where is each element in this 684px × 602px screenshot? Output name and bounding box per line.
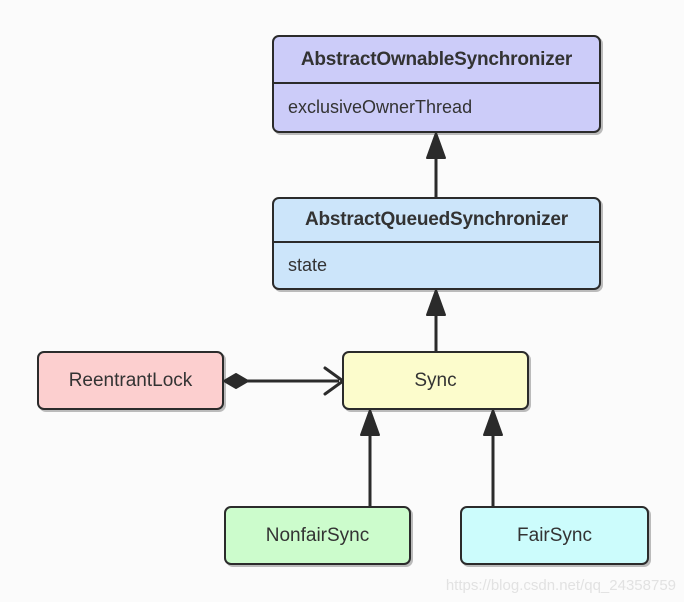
class-name-label: AbstractQueuedSynchronizer — [305, 209, 568, 231]
class-name-label: NonfairSync — [265, 524, 370, 546]
class-node-abstract-ownable-synchronizer[interactable]: AbstractOwnableSynchronizer exclusiveOwn… — [272, 35, 601, 133]
class-node-reentrant-lock[interactable]: ReentrantLock — [37, 351, 224, 410]
class-name-label: ReentrantLock — [68, 369, 193, 391]
edge-nonfairsync-to-sync — [360, 409, 380, 506]
class-name-label: FairSync — [517, 524, 592, 546]
class-attribute-label: exclusiveOwnerThread — [274, 82, 599, 131]
class-node-fair-sync[interactable]: FairSync — [460, 506, 649, 565]
watermark-text: https://blog.csdn.net/qq_24358759 — [445, 577, 676, 594]
edge-reentrantlock-to-sync — [223, 366, 345, 396]
class-name-label: Sync — [414, 369, 457, 391]
class-node-abstract-queued-synchronizer[interactable]: AbstractQueuedSynchronizer state — [272, 197, 601, 290]
edge-aqs-to-aos — [426, 132, 446, 197]
class-name-label: AbstractOwnableSynchronizer — [300, 48, 573, 70]
edge-fairsync-to-sync — [483, 409, 503, 506]
class-node-nonfair-sync[interactable]: NonfairSync — [224, 506, 411, 565]
edge-sync-to-aqs — [426, 289, 446, 351]
class-attribute-label: state — [274, 241, 599, 288]
class-node-sync[interactable]: Sync — [342, 351, 529, 410]
